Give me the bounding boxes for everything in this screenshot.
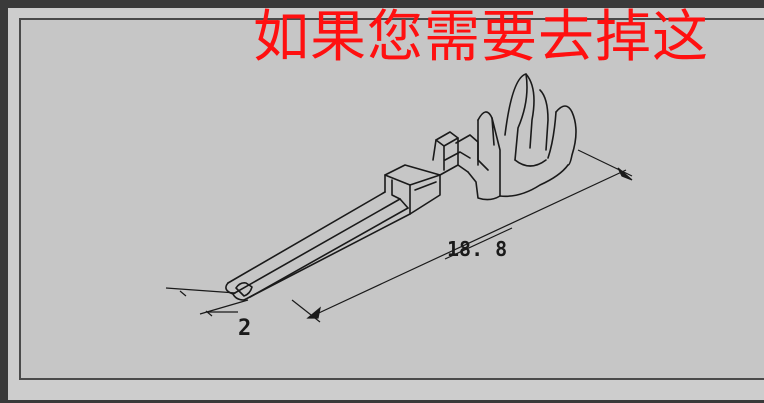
- pin-box-section: [384, 164, 441, 215]
- drawing-panel: [19, 18, 764, 380]
- pin-crimp-rear: [467, 73, 577, 201]
- length-dimension: [291, 149, 633, 323]
- width-label: 2: [238, 316, 251, 341]
- pin-crimp-front: [432, 131, 479, 176]
- width-dimension: [165, 287, 249, 317]
- pin-blade: [225, 191, 411, 301]
- watermark-banner: 如果您需要去掉这: [253, 5, 709, 70]
- length-label: 18. 8: [447, 237, 507, 261]
